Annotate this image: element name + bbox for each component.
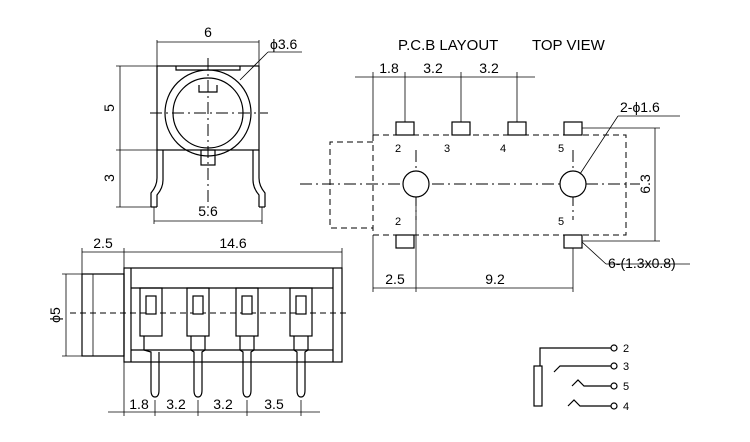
pcb-pad-top-3 <box>451 121 471 136</box>
dim-diameter-label: ϕ5 <box>47 307 63 323</box>
pcb-pad-top-4 <box>507 121 527 136</box>
side-view: 2.5 14.6 ϕ5 1.8 3.2 3.2 3.5 <box>47 235 350 416</box>
pcb-mount-hole-2 <box>559 170 587 198</box>
front-right-leg <box>258 150 266 207</box>
schematic-pin-label: 3 <box>623 361 629 373</box>
hole-leader <box>239 51 269 81</box>
side-window-slot <box>295 295 307 315</box>
front-left-leg-inner <box>156 150 164 207</box>
side-window-slot <box>241 295 253 315</box>
pcb-pin-label: 2 <box>395 216 401 228</box>
top-view-title: TOP VIEW <box>532 37 606 54</box>
schematic-pin-label: 5 <box>623 381 629 393</box>
front-view: 6 ϕ3.6 5 3 5.6 <box>101 24 302 224</box>
pcb-outline-left <box>329 141 373 229</box>
pcb-hole-note: 2-ϕ1.6 <box>620 99 660 115</box>
schematic-pin-label: 4 <box>623 401 629 413</box>
pcb-pad-bottom-5 <box>563 234 583 249</box>
dim-side-pitch-2: 3.2 <box>166 396 186 412</box>
dim-pin-len-label: 3 <box>101 174 117 182</box>
pad-note-leader <box>581 241 607 265</box>
schematic-symbol: 2 3 5 4 <box>533 343 629 413</box>
side-window-1 <box>139 287 163 337</box>
schematic-contact-5 <box>571 379 611 387</box>
side-window-3 <box>235 287 259 337</box>
front-left-leg <box>150 150 158 207</box>
pcb-outline-main <box>373 134 627 236</box>
side-body <box>123 267 343 363</box>
dim-width-label: 6 <box>204 24 212 40</box>
side-front-cylinder <box>81 273 125 357</box>
pcb-mount-hole-1 <box>402 170 430 198</box>
front-right-leg-inner <box>252 150 260 207</box>
schematic-contact-4 <box>567 399 611 407</box>
pcb-pad-top-5 <box>563 121 583 136</box>
side-window-2 <box>186 287 210 337</box>
schematic-pin-label: 2 <box>623 343 629 355</box>
pcb-pin-label: 2 <box>395 143 401 155</box>
pcb-pin-label: 3 <box>444 143 450 155</box>
side-pin-3 <box>239 336 255 398</box>
dim-pin-span-label: 5.6 <box>198 203 218 219</box>
dim-side-pitch-1: 1.8 <box>129 396 149 412</box>
side-pin-4 <box>293 336 309 398</box>
dim-height-label: 5 <box>101 104 117 112</box>
dim-pcb-pitch-3: 3.2 <box>479 60 499 76</box>
pcb-pad-bottom-2 <box>395 234 415 249</box>
schematic-sleeve-wire <box>539 347 611 366</box>
side-pins <box>139 287 313 398</box>
dim-side-pitch-3: 3.2 <box>213 396 233 412</box>
schematic-pin-4 <box>610 402 618 410</box>
dim-pcb-pitch-2: 3.2 <box>423 60 443 76</box>
dim-hole-label: ϕ3.6 <box>270 36 298 52</box>
dim-side-pitch-4: 3.5 <box>264 396 284 412</box>
dim-body-len-label: 14.6 <box>219 235 246 251</box>
schematic-sleeve <box>533 365 543 407</box>
pcb-pin-label: 5 <box>558 143 564 155</box>
side-window-slot <box>192 295 204 315</box>
pcb-bottom-dim-1: 2.5 <box>385 271 405 287</box>
side-pin-2 <box>190 336 206 398</box>
pcb-pin-label: 5 <box>558 216 564 228</box>
side-pin-1 <box>143 336 160 398</box>
schematic-pin-2 <box>610 344 618 352</box>
front-center-pin <box>200 149 216 166</box>
dim-front-len-label: 2.5 <box>93 235 113 251</box>
pcb-pad-top-2 <box>395 121 415 136</box>
schematic-pin-5 <box>610 382 618 390</box>
pcb-pin-label: 4 <box>500 143 506 155</box>
schematic-pin-3 <box>610 362 618 370</box>
hole-note-leader <box>579 115 619 175</box>
side-window-slot <box>145 295 157 315</box>
pcb-pad-note: 6-(1.3x0.8) <box>608 255 676 271</box>
pcb-layout-title: P.C.B LAYOUT <box>398 37 498 54</box>
pcb-bottom-dim-2: 9.2 <box>485 271 505 287</box>
pcb-width-label: 6.3 <box>637 174 653 194</box>
pcb-layout-view: P.C.B LAYOUT TOP VIEW 1.8 3.2 3.2 2 3 4 … <box>300 37 690 292</box>
schematic-contact-3 <box>553 365 611 373</box>
side-window-4 <box>289 287 313 337</box>
dim-pcb-pitch-1: 1.8 <box>379 60 399 76</box>
